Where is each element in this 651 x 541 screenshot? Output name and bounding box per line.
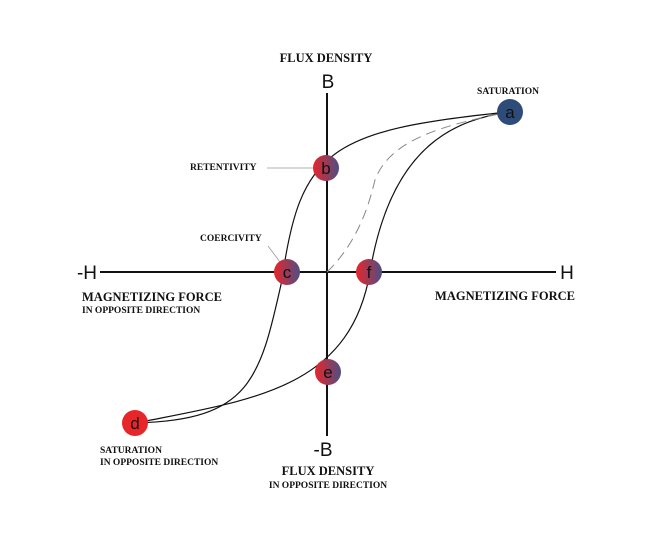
- coercivity-label: COERCIVITY: [200, 234, 262, 244]
- flux-density-neg-sub-label: IN OPPOSITE DIRECTION: [269, 481, 387, 491]
- magnetizing-force-neg-sub-label: IN OPPOSITE DIRECTION: [82, 306, 200, 316]
- saturation-neg-sub-label: IN OPPOSITE DIRECTION: [100, 458, 218, 468]
- point-b-label: b: [321, 159, 330, 178]
- point-b: [313, 155, 339, 181]
- point-f-label: f: [367, 263, 372, 282]
- flux-density-label: FLUX DENSITY: [280, 51, 373, 65]
- saturation-neg-label: SATURATION: [100, 446, 162, 456]
- coercivity-leader: [267, 245, 281, 263]
- point-c: [274, 259, 300, 285]
- retentivity-label: RETENTIVITY: [190, 163, 257, 173]
- point-f: [356, 259, 382, 285]
- magnetizing-force-label: MAGNETIZING FORCE: [435, 289, 575, 303]
- saturation-label: SATURATION: [477, 87, 539, 97]
- point-d: [122, 410, 148, 436]
- flux-density-neg-label: FLUX DENSITY: [282, 464, 375, 478]
- point-e: [315, 359, 341, 385]
- initial-magnetization-curve: [326, 111, 509, 273]
- point-e-label: e: [323, 363, 332, 382]
- x-left-label: -H: [77, 263, 97, 284]
- y-bottom-label: -B: [314, 440, 333, 461]
- magnetizing-force-neg-label: MAGNETIZING FORCE: [82, 290, 222, 304]
- y-top-label: B: [322, 72, 335, 93]
- point-d-label: d: [130, 414, 139, 433]
- point-a-label: a: [505, 103, 515, 122]
- point-c-label: c: [283, 263, 292, 282]
- point-a: [497, 99, 523, 125]
- x-right-label: H: [560, 263, 574, 284]
